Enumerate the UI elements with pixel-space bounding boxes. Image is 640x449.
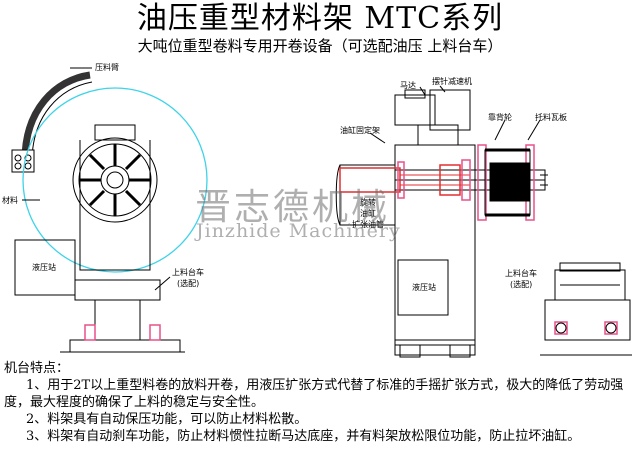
label-oil-cylinder: 油缸: [360, 208, 376, 218]
reducer-body: [429, 89, 471, 131]
label-cylinder-mount: 油缸固定架: [340, 125, 380, 135]
label-guide-wheel: 靠背轮: [488, 112, 512, 122]
press-arm-roller: [11, 149, 35, 173]
label-material: 材料: [2, 195, 18, 205]
label-loading-cart-right-1: 上料台车: [505, 268, 537, 278]
label-mandrel-plate: 托料瓦板: [535, 112, 567, 122]
features-section: 机台特点： 1、用于2T以上重型料卷的放料开卷，用液压扩张方式代替了标准的手摇扩…: [4, 360, 636, 445]
loading-cart-left-box: [84, 324, 96, 341]
feature-item-3: 3、料架有自动刹车功能，防止材料惯性拉断马达底座，并有料架放松限位功能，防止拉坏…: [26, 429, 581, 444]
feature-item-1: 1、用于2T以上重型料卷的放料开卷，用液压扩张方式代替了标准的手摇扩张方式，极大…: [4, 378, 624, 410]
label-hydraulic-station-left: 液压站: [32, 262, 56, 272]
page-subtitle: 大吨位重型卷料专用开卷设备（可选配油压 上料台车）: [137, 37, 503, 55]
page-title: 油压重型材料架 MTC系列: [136, 1, 504, 36]
press-arm-shape: [21, 71, 91, 161]
motor-body: [394, 94, 436, 126]
label-motor: 马达: [400, 80, 416, 90]
label-loading-cart-right-2: (选配): [510, 279, 532, 289]
label-hydraulic-station-right: 液压站: [412, 282, 436, 292]
label-loading-cart-left-1: 上料台车: [172, 267, 204, 277]
label-rotary-cylinder: 旋转: [360, 197, 376, 207]
front-frame: [79, 140, 151, 271]
label-loading-cart-left-2: (选配): [177, 278, 199, 288]
label-expand-tube: 扩张油管: [352, 219, 384, 229]
hydraulic-station-left-box: [14, 239, 76, 296]
oil-cylinder-shape: [339, 167, 401, 193]
coil-outline: [22, 87, 208, 273]
watermark-cn: 晋志德机械: [195, 187, 391, 228]
machine-diagram: 压料臂 材料 液压站 上料台车 (选配) 马达 摆针减速机 油缸固定架 靠背轮 …: [2, 62, 632, 358]
label-reducer: 摆针减速机: [432, 76, 472, 86]
feature-item-2: 2、料架具有自动保压功能，可以防止材料松散。: [26, 412, 308, 427]
label-press-arm: 压料臂: [95, 62, 119, 72]
hydraulic-station-right-box: [397, 259, 449, 316]
features-heading: 机台特点：: [4, 361, 70, 376]
watermark-en: Jinzhide Machinery: [196, 220, 401, 242]
